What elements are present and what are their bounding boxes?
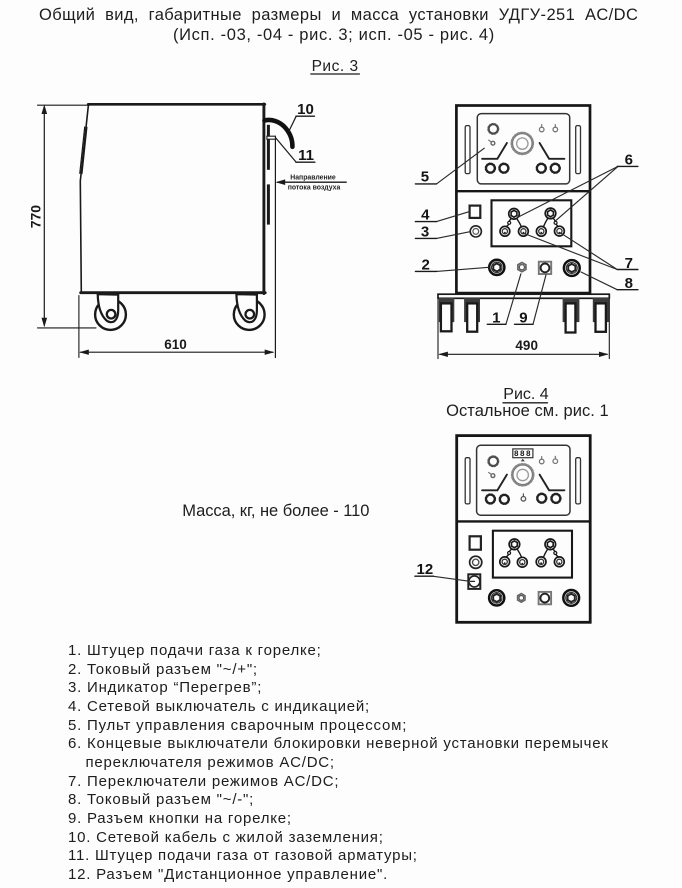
svg-text:Направление: Направление <box>290 175 336 182</box>
svg-text:4: 4 <box>421 207 430 224</box>
svg-text:770: 770 <box>28 205 44 229</box>
svg-text:2: 2 <box>422 257 430 274</box>
svg-text:1: 1 <box>492 309 500 326</box>
svg-text:3: 3 <box>421 224 429 241</box>
svg-text:5: 5 <box>421 169 429 186</box>
svg-text:610: 610 <box>164 337 187 352</box>
svg-text:7: 7 <box>625 255 633 272</box>
svg-text:490: 490 <box>515 338 538 353</box>
svg-text:6: 6 <box>625 152 633 169</box>
svg-text:10: 10 <box>297 101 314 118</box>
svg-text:888: 888 <box>514 450 532 459</box>
svg-text:потока воздуха: потока воздуха <box>288 184 341 191</box>
svg-text:12: 12 <box>417 561 434 578</box>
svg-text:9: 9 <box>519 309 527 326</box>
svg-text:11: 11 <box>298 147 314 164</box>
svg-text:8: 8 <box>625 275 633 292</box>
